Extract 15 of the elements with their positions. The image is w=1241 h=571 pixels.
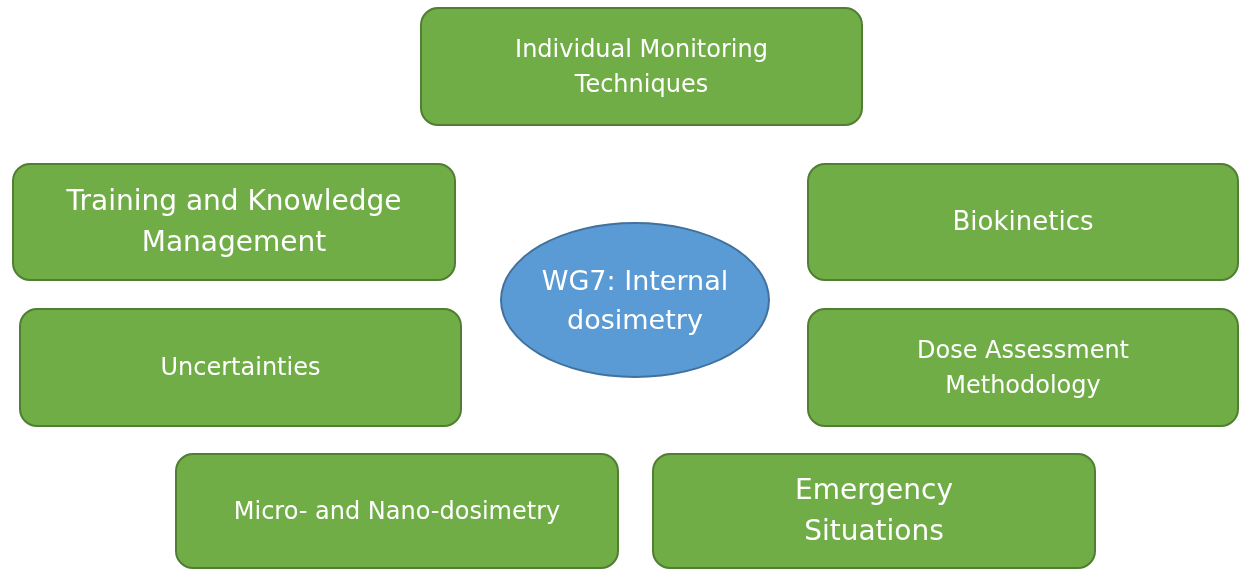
node-label: Micro- and Nano-dosimetry <box>233 495 561 527</box>
node-label: Emergency Situations <box>794 472 954 549</box>
node-label: Biokinetics <box>952 205 1094 239</box>
topic-box <box>420 7 863 126</box>
topic-box <box>12 163 456 281</box>
topic-box <box>175 453 619 569</box>
topic-box <box>807 308 1239 427</box>
topic-box <box>19 308 462 427</box>
node-label: Uncertainties <box>160 352 321 384</box>
node-label: Individual Monitoring Techniques <box>514 33 769 100</box>
topic-box <box>807 163 1239 281</box>
node-label: Dose Assessment Methodology <box>916 334 1130 401</box>
node-label: WG7: Internal dosimetry <box>540 263 730 337</box>
node-label: Training and Knowledge Management <box>65 183 403 260</box>
topic-box <box>652 453 1096 569</box>
